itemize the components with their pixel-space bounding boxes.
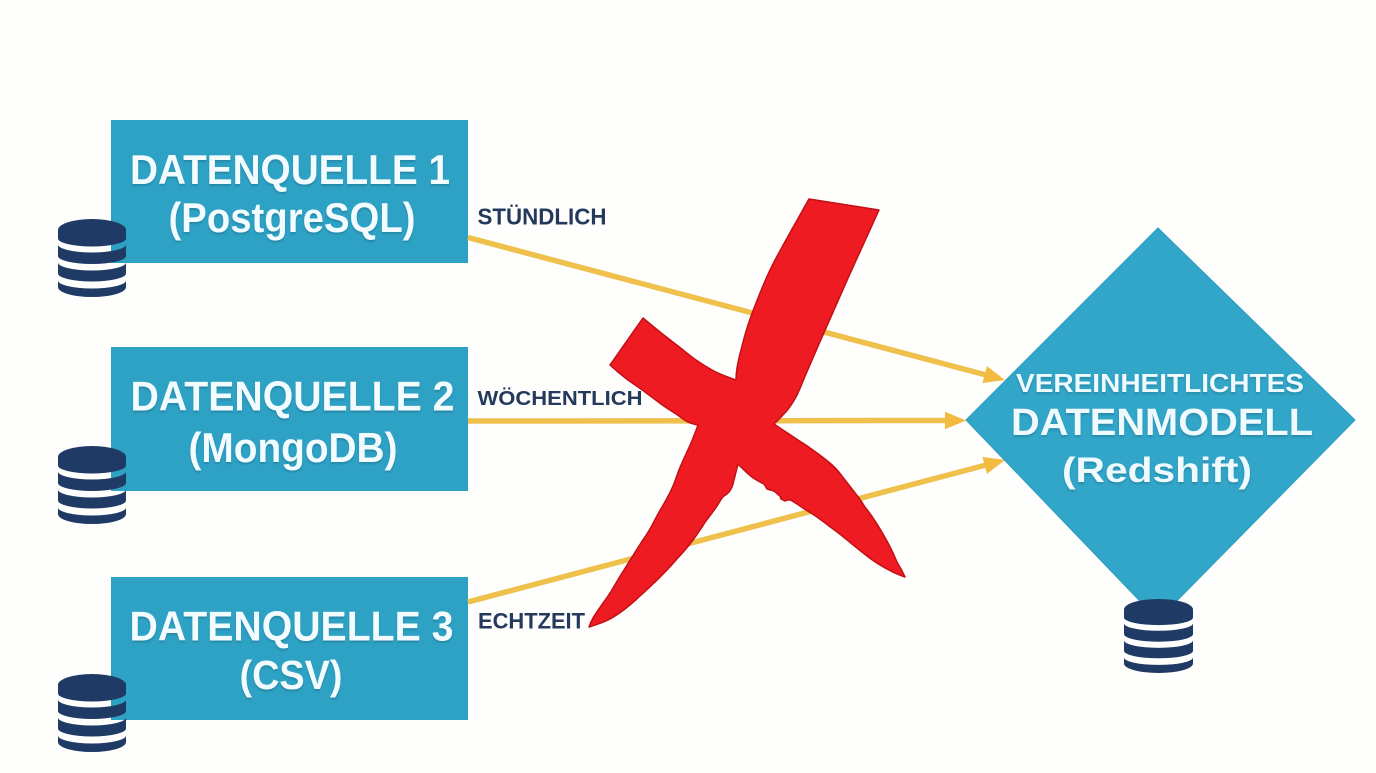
svg-text:(MongoDB): (MongoDB) [189,424,398,471]
svg-text:(CSV): (CSV) [240,652,343,698]
svg-text:DATENQUELLE 2: DATENQUELLE 2 [131,373,455,420]
svg-text:WÖCHENTLICH: WÖCHENTLICH [478,387,643,410]
svg-text:DATENMODELL: DATENMODELL [1011,402,1313,444]
svg-text:VEREINHEITLICHTES: VEREINHEITLICHTES [1016,368,1304,398]
svg-text:STÜNDLICH: STÜNDLICH [478,204,607,230]
svg-text:(Redshift): (Redshift) [1062,451,1252,490]
svg-text:(PostgreSQL): (PostgreSQL) [169,194,416,241]
svg-text:ECHTZEIT: ECHTZEIT [478,609,586,634]
svg-text:DATENQUELLE 3: DATENQUELLE 3 [130,603,454,650]
svg-text:DATENQUELLE 1: DATENQUELLE 1 [130,146,450,193]
